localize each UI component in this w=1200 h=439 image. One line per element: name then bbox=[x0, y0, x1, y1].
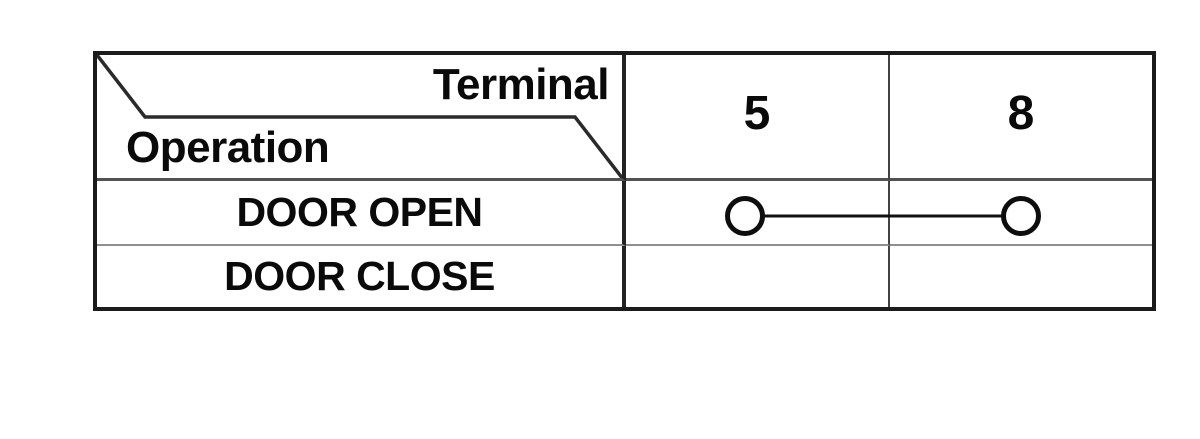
cell-door-close-terminal-5 bbox=[626, 246, 890, 307]
corner-terminal-label: Terminal bbox=[432, 60, 610, 109]
terminal-operation-table: Terminal Operation 5 8 DOOR OPEN DOOR CL… bbox=[93, 51, 1156, 311]
row-label-door-open: DOOR OPEN bbox=[97, 181, 626, 246]
header-corner-cell: Terminal Operation bbox=[97, 55, 626, 181]
cell-door-close-terminal-8 bbox=[890, 246, 1152, 307]
corner-operation-label: Operation bbox=[126, 123, 330, 172]
diagonal-divider bbox=[97, 55, 622, 178]
cell-door-open-terminal-5 bbox=[626, 181, 890, 246]
cell-door-open-terminal-8 bbox=[890, 181, 1152, 246]
column-header-terminal-8: 8 bbox=[890, 55, 1152, 181]
row-label-door-close: DOOR CLOSE bbox=[97, 246, 626, 307]
column-header-terminal-5: 5 bbox=[626, 55, 890, 181]
